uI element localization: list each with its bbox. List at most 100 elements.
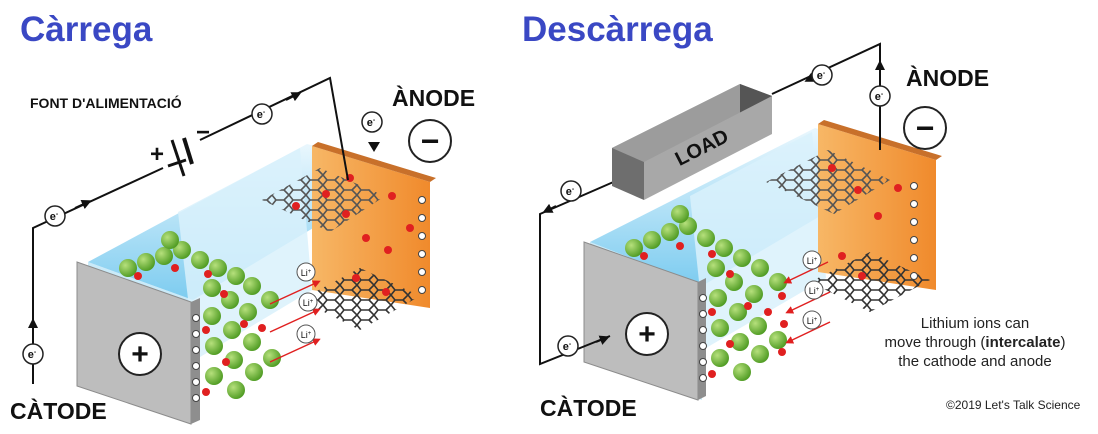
charge-wire-right (199, 76, 349, 181)
e-sup: - (56, 211, 59, 218)
charge-anode-label: ÀNODE (392, 85, 476, 111)
charge-electron-3: e- (251, 103, 273, 125)
svg-text:Li+: Li+ (807, 256, 818, 266)
charge-electron-1: e- (22, 343, 44, 365)
e-symbol: e (875, 91, 881, 103)
discharge-anode-label: ÀNODE (906, 65, 990, 91)
charge-graphite-top (262, 168, 385, 232)
charge-cathode-plus: + (131, 338, 149, 371)
charge-circuit (28, 76, 349, 384)
li-sup: + (814, 317, 818, 323)
charge-li-ion-2: Li+ (269, 292, 321, 333)
note-line2-post: ) (1060, 334, 1066, 351)
charge-arrow-diag1 (74, 199, 92, 210)
charge-anode-minus-circle (408, 119, 452, 163)
discharge-cathode-plus-circle (625, 312, 669, 356)
note-line2-pre: move through ( (884, 334, 986, 351)
e-sup: - (373, 117, 376, 124)
intercalation-note: Lithium ions can move through (intercala… (860, 314, 1090, 371)
discharge-anode-minus-circle (903, 106, 947, 150)
svg-text:e-: e- (367, 117, 376, 129)
li-sup: + (308, 269, 312, 275)
svg-text:e-: e- (563, 341, 572, 353)
discharge-li-ion-1: Li+ (783, 250, 829, 284)
charge-cathode-edge (191, 298, 200, 424)
discharge-anode-edge-electrons (910, 182, 918, 280)
svg-text:Li+: Li+ (809, 286, 820, 296)
charge-electron-4: e- (361, 111, 383, 133)
e-symbol: e (367, 117, 373, 129)
charge-title: Càrrega (20, 10, 153, 49)
e-symbol: e (817, 70, 823, 82)
charge-cathode-edge-electrons (192, 314, 200, 402)
charge-lithium-dots (134, 174, 414, 396)
e-sup: - (569, 341, 572, 348)
e-sup: - (34, 349, 37, 356)
e-symbol: e (50, 211, 56, 223)
charge-li-ion-1: Li+ (269, 262, 321, 305)
svg-text:e-: e- (817, 70, 826, 82)
power-supply-label: FONT D'ALIMENTACIÓ (30, 95, 182, 111)
power-supply-symbol (167, 137, 194, 177)
li-symbol: Li (807, 316, 814, 326)
power-supply-minus: − (196, 119, 210, 146)
svg-text:e-: e- (875, 91, 884, 103)
discharge-cathode-edge (698, 278, 706, 400)
discharge-arrow-bottom (595, 335, 610, 345)
li-sup: + (814, 257, 818, 263)
charge-cathode-label: CÀTODE (10, 398, 107, 424)
charge-cell: Li+ Li+ Li+ + − (76, 119, 452, 425)
e-symbol: e (28, 349, 34, 361)
svg-text:e-: e- (50, 211, 59, 223)
discharge-electron-2: e- (811, 64, 833, 86)
svg-text:Li+: Li+ (807, 316, 818, 326)
e-sup: - (823, 70, 826, 77)
e-sup: - (881, 91, 884, 98)
charge-anode-minus: − (421, 123, 440, 159)
discharge-cathode-particles (625, 205, 787, 381)
discharge-cathode-label: CÀTODE (540, 395, 637, 421)
discharge-lithium-dots (640, 164, 902, 378)
svg-text:e-: e- (257, 109, 266, 121)
discharge-title: Descàrrega (522, 10, 713, 49)
svg-text:Li+: Li+ (301, 268, 312, 278)
copyright: ©2019 Let's Talk Science (946, 398, 1081, 412)
e-symbol: e (563, 341, 569, 353)
power-supply-plus: + (150, 141, 164, 168)
charge-graphite-bottom (300, 268, 420, 330)
charge-li-ion-3: Li+ (269, 324, 321, 363)
charge-wire-left (32, 167, 164, 384)
discharge-electron-4: e- (557, 335, 579, 357)
discharge-electron-3: e- (869, 85, 891, 107)
note-line1: Lithium ions can (920, 315, 1030, 332)
svg-text:e-: e- (28, 349, 37, 361)
discharge-arrow-left (542, 203, 557, 213)
e-symbol: e (566, 186, 572, 198)
svg-text:e-: e- (566, 186, 575, 198)
discharge-li-ion-3: Li+ (785, 310, 831, 344)
li-symbol: Li (301, 330, 308, 340)
charge-anode-down-arrow (368, 142, 380, 152)
li-sup: + (816, 287, 820, 293)
note-line2-bold: intercalate (985, 334, 1061, 351)
li-sup: + (310, 299, 314, 305)
li-symbol: Li (809, 286, 816, 296)
e-sup: - (572, 186, 575, 193)
discharge-anode-minus: − (916, 110, 935, 146)
li-sup: + (308, 331, 312, 337)
load-box: LOAD (612, 84, 772, 200)
li-symbol: Li (303, 298, 310, 308)
note-line2: move through (intercalate) (860, 333, 1090, 352)
charge-anode-edge-electrons (418, 196, 426, 294)
note-line3: the cathode and anode (898, 353, 1052, 370)
charge-electron-2: e- (44, 205, 66, 227)
li-symbol: Li (301, 268, 308, 278)
e-sup: - (263, 109, 266, 116)
discharge-cathode-plus: + (638, 318, 656, 351)
discharge-electron-1: e- (560, 180, 582, 202)
charge-arrow-diag2 (285, 92, 302, 102)
discharge-cathode-edge-electrons (699, 294, 707, 382)
svg-text:Li+: Li+ (303, 298, 314, 308)
discharge-graphite-top (766, 150, 890, 214)
